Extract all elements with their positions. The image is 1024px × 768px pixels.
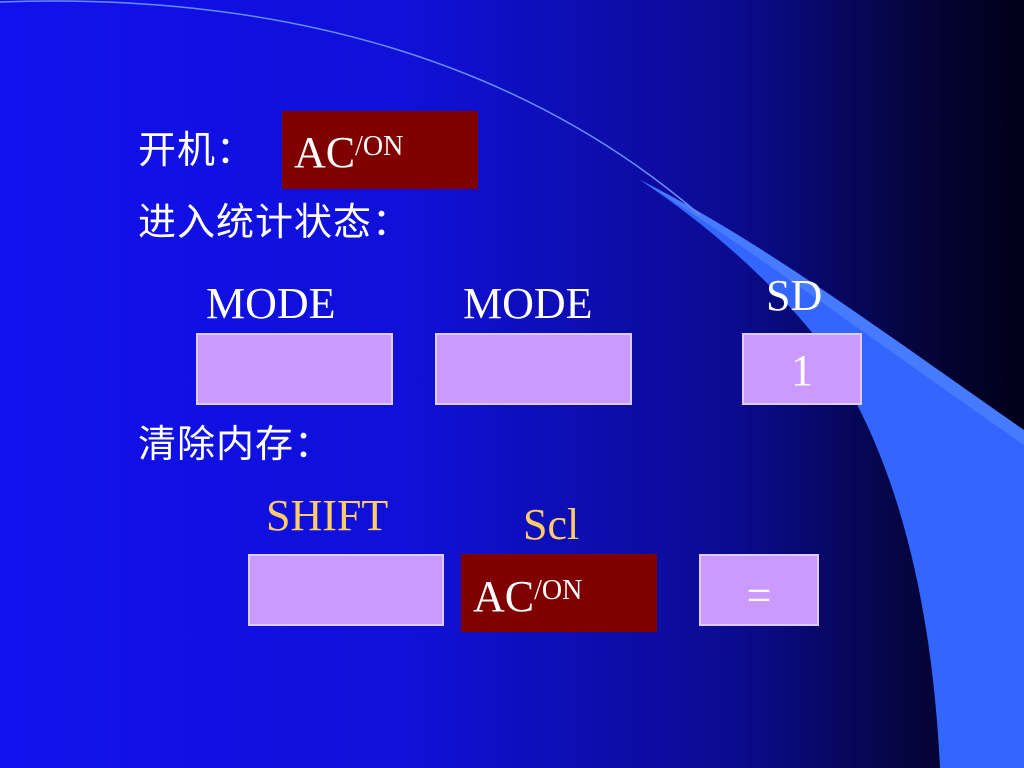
mode-key-1	[196, 333, 393, 405]
scl-label: Scl	[523, 500, 580, 549]
blue-ribbon-shape	[640, 180, 1024, 768]
scl-ac-on-key-main: AC	[473, 572, 535, 621]
stat-mode-label: 进入统计状态：	[138, 200, 412, 244]
clear-memory-label: 清除内存：	[138, 422, 334, 466]
scl-ac-on-key-sup: /ON	[534, 575, 583, 606]
thin-arc-line	[0, 0, 701, 216]
mode-label-2: MODE	[463, 279, 593, 328]
scl-ac-on-key: AC/ON	[461, 554, 657, 632]
power-on-label: 开机：	[138, 128, 256, 172]
ac-on-key: AC/ON	[282, 111, 478, 189]
ac-on-key-main: AC	[294, 128, 356, 177]
shift-key	[248, 554, 444, 626]
mode-key-2	[435, 333, 632, 405]
shift-label: SHIFT	[266, 491, 389, 540]
key-1: 1	[742, 333, 862, 405]
equals-key: =	[699, 554, 819, 626]
sd-label: SD	[766, 271, 823, 320]
mode-label-1: MODE	[206, 279, 336, 328]
ac-on-key-sup: /ON	[355, 131, 404, 162]
